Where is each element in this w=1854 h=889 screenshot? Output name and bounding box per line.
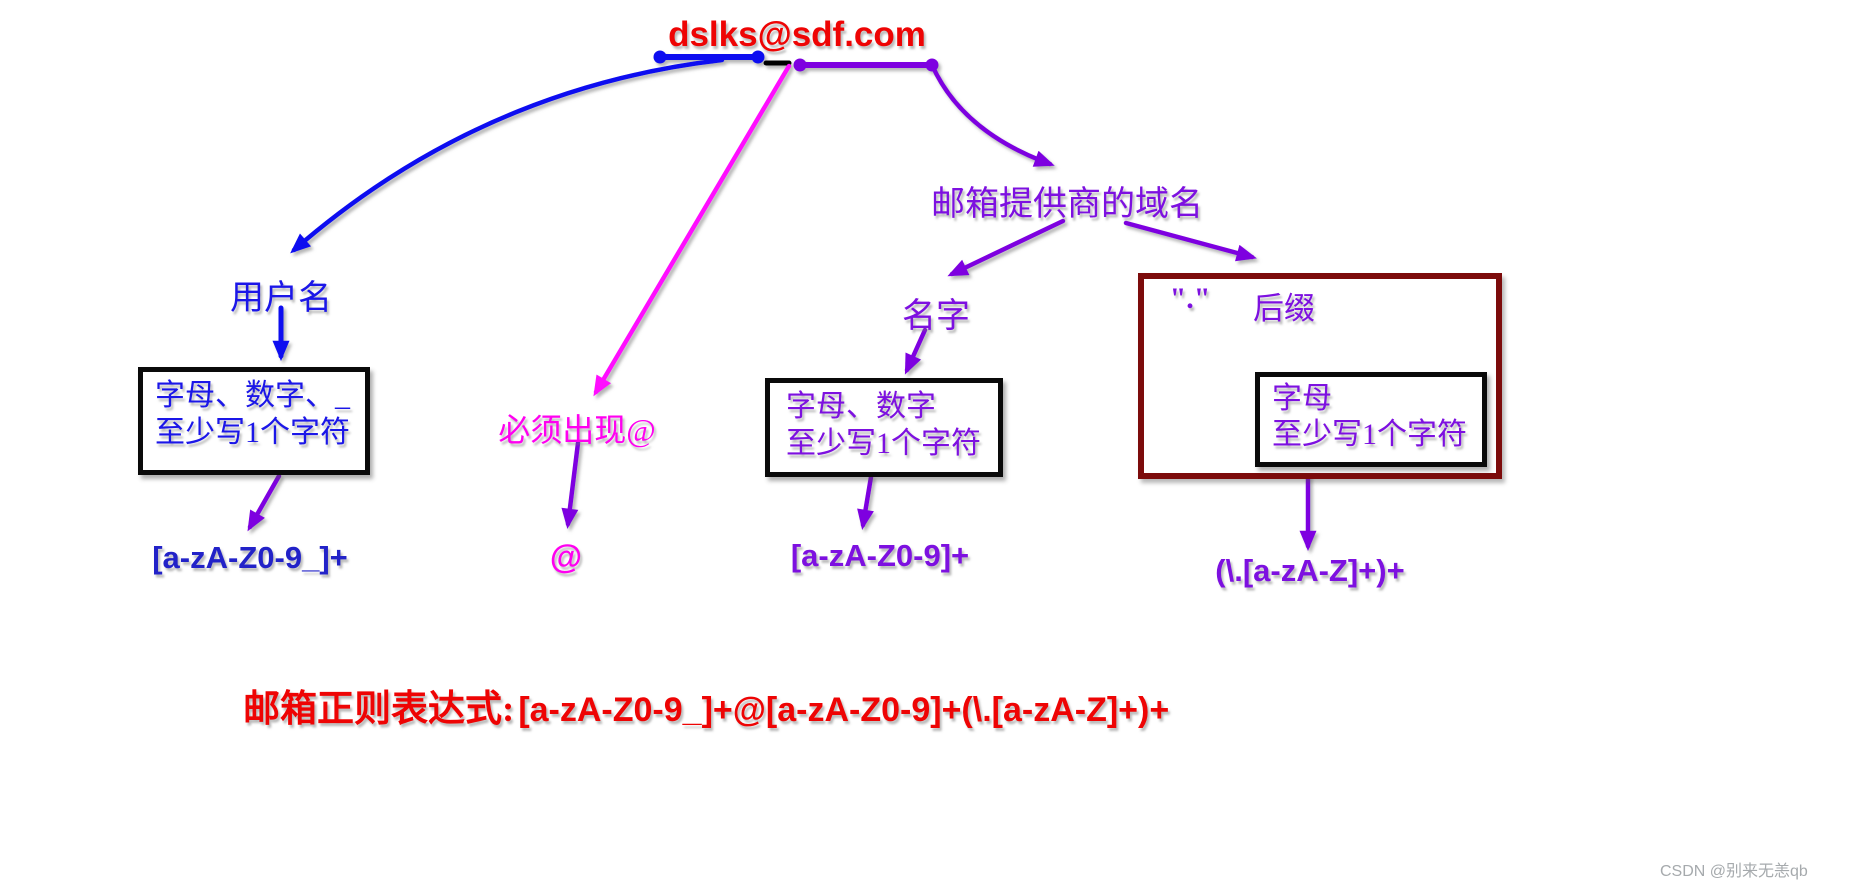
username-rule-line2: 至少写1个字符 (155, 416, 350, 449)
underline-username-dot-left (653, 50, 667, 64)
arrow-provider-to-name (947, 218, 1066, 277)
formula-value: [a-zA-Z0-9_]+@[a-zA-Z0-9]+(\.[a-zA-Z]+)+ (518, 691, 1170, 729)
username-regex: [a-zA-Z0-9_]+ (152, 540, 348, 575)
suffix-rule-line2: 至少写1个字符 (1272, 418, 1467, 451)
arrow-to-username (290, 57, 725, 254)
suffix-rule-line1: 字母 (1272, 382, 1332, 415)
name-rule-box: 字母、数字 至少写1个字符 (765, 378, 1003, 477)
arrow-to-provider-domain (929, 62, 1055, 167)
name-regex: [a-zA-Z0-9]+ (790, 538, 970, 573)
must-have-at-label: 必须出现@ (498, 412, 656, 448)
username-rule-box: 字母、数字、_ 至少写1个字符 (138, 367, 370, 475)
email-example-title: dslks@sdf.com (668, 15, 926, 54)
username-label: 用户名 (230, 280, 332, 317)
suffix-label: 后缀 (1253, 291, 1315, 326)
dot-literal-label: "." (1169, 282, 1211, 315)
name-rule-line2: 至少写1个字符 (786, 427, 981, 460)
arrow-name-to-box (904, 327, 928, 375)
underline-username-dot-right (751, 50, 765, 64)
name-label: 名字 (902, 298, 970, 335)
name-rule-line1: 字母、数字 (786, 390, 936, 423)
arrow-provider-to-suffix-box (1123, 220, 1257, 262)
watermark: CSDN @别来无恙qb (1660, 863, 1808, 880)
at-symbol: @ (549, 538, 583, 575)
username-rule-line1: 字母、数字、_ (155, 379, 350, 412)
regex-formula: 邮箱正则表达式: [a-zA-Z0-9_]+@[a-zA-Z0-9]+(\.[a… (243, 678, 1169, 732)
arrow-box-to-username-regex (247, 473, 282, 532)
arrow-must-to-at-symbol (561, 440, 581, 530)
formula-label: 邮箱正则表达式: (243, 689, 515, 730)
provider-domain-label: 邮箱提供商的域名 (931, 186, 1203, 223)
underline-domain-dot-left (793, 58, 807, 72)
suffix-regex: (\.[a-zA-Z]+)+ (1215, 553, 1405, 588)
arrow-to-must-have-at (593, 63, 792, 397)
arrow-box-to-name-regex (857, 474, 874, 531)
suffix-rule-box: 字母 至少写1个字符 (1255, 372, 1487, 467)
